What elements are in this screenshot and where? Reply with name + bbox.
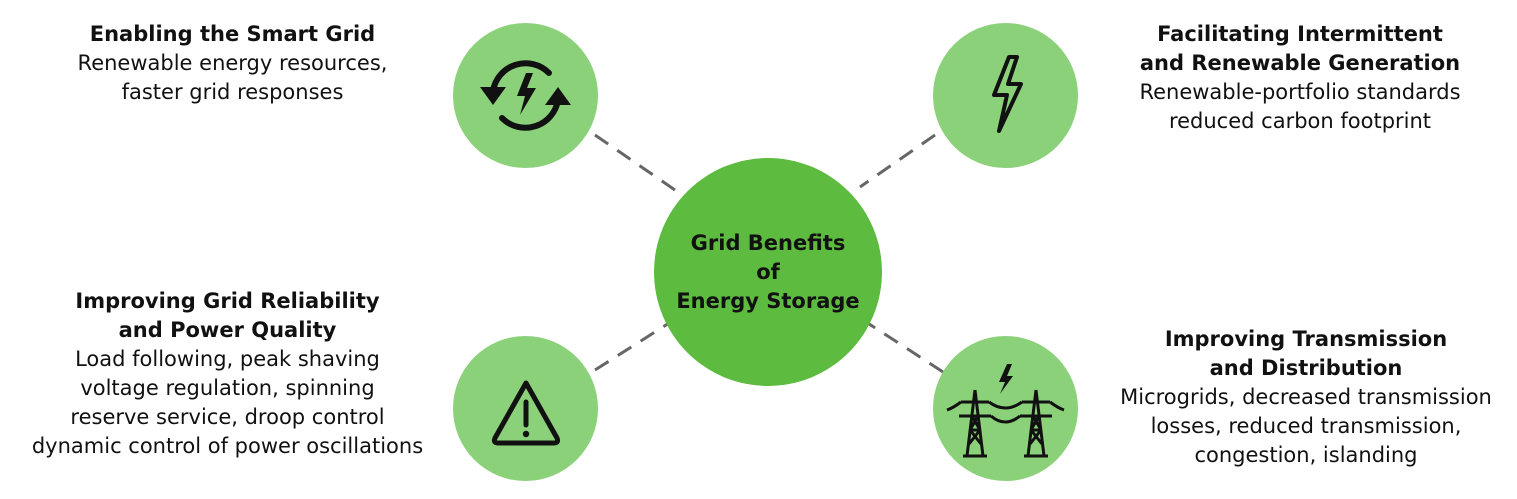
benefit-description: Renewable-portfolio standards xyxy=(1139,80,1461,104)
benefit-renewable-generation: Facilitating Intermittent and Renewable … xyxy=(1090,20,1510,136)
center-title-line-3: Energy Storage xyxy=(676,288,860,313)
benefit-title: Improving Grid Reliability xyxy=(75,289,380,313)
benefit-description: congestion, islanding xyxy=(1194,443,1418,467)
connector-bottom-right xyxy=(859,316,944,374)
center-title-line-1: Grid Benefits xyxy=(690,230,846,255)
lightning-bolt-icon xyxy=(933,23,1078,168)
benefit-title: and Renewable Generation xyxy=(1139,51,1461,75)
benefit-description: losses, reduced transmission, xyxy=(1150,414,1462,438)
benefit-description: faster grid responses xyxy=(121,80,344,104)
connector-top-left xyxy=(594,133,676,192)
benefit-description: voltage regulation, spinning xyxy=(80,376,375,400)
benefit-title: and Power Quality xyxy=(118,318,337,342)
connector-bottom-left xyxy=(594,316,678,372)
benefit-title: Enabling the Smart Grid xyxy=(89,22,376,46)
benefit-transmission-distribution: Improving Transmission and Distribution … xyxy=(1095,325,1517,470)
transmission-tower-icon xyxy=(933,336,1078,481)
benefit-description: Microgrids, decreased transmission xyxy=(1120,385,1492,409)
benefit-description: reduced carbon footprint xyxy=(1168,109,1432,133)
refresh-bolt-icon xyxy=(453,23,598,168)
benefit-title: Improving Transmission xyxy=(1164,327,1448,351)
benefit-title: and Distribution xyxy=(1209,356,1403,380)
connector-top-right xyxy=(859,133,936,189)
benefit-description: dynamic control of power oscillations xyxy=(31,434,424,458)
benefit-description: reserve service, droop control xyxy=(70,405,385,429)
center-node: Grid Benefits of Energy Storage xyxy=(654,158,882,386)
benefit-reliability-power-quality: Improving Grid Reliability and Power Qua… xyxy=(0,287,455,461)
benefit-description: Renewable energy resources, xyxy=(77,51,388,75)
center-title-line-2: of xyxy=(756,259,780,284)
benefit-title: Facilitating Intermittent xyxy=(1157,22,1443,46)
benefit-smart-grid: Enabling the Smart Grid Renewable energy… xyxy=(20,20,445,107)
warning-triangle-icon xyxy=(453,336,598,481)
benefit-description: Load following, peak shaving xyxy=(75,347,380,371)
